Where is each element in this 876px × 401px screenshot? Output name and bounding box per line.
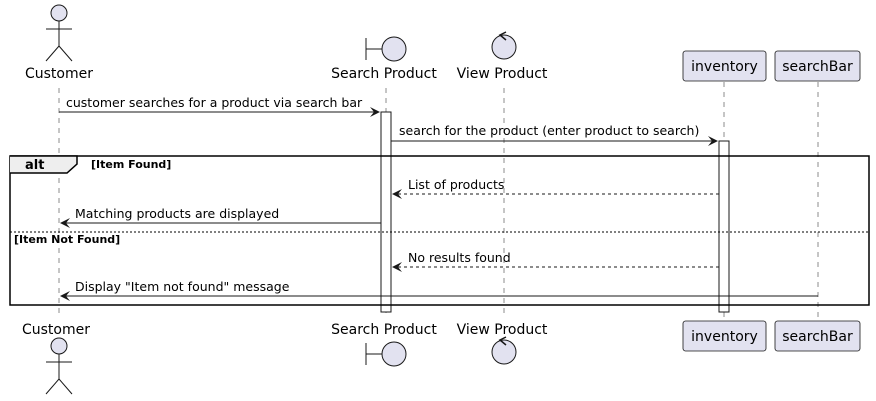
participant-customer-label: Customer	[25, 66, 93, 82]
participant-search-bar-top: searchBar	[774, 50, 861, 82]
participant-search-product-bottom: Search Product	[331, 322, 437, 367]
participant-customer-label: Customer	[22, 322, 90, 338]
control-icon	[491, 336, 517, 365]
participant-view-product-label: View Product	[457, 322, 548, 338]
participant-inventory-bottom: inventory	[682, 320, 767, 352]
participant-box	[774, 50, 861, 82]
control-icon	[491, 31, 517, 60]
activation-inventory	[718, 140, 730, 313]
participant-customer-bottom: Customer	[22, 322, 90, 395]
participant-search-product-label: Search Product	[331, 66, 437, 82]
alt-fragment-frame	[9, 155, 870, 306]
participant-box	[682, 50, 767, 82]
participant-box	[682, 320, 767, 352]
message-2: search for the product (enter product to…	[391, 123, 718, 146]
participant-inventory-top: inventory	[682, 50, 767, 82]
message-5: No results found	[392, 250, 719, 272]
message-6-label: Display "Item not found" message	[75, 279, 290, 294]
guard-item-not-found: [Item Not Found]	[14, 233, 120, 246]
participant-search-product-label: Search Product	[331, 322, 437, 338]
actor-icon	[45, 337, 73, 395]
participant-view-product-bottom: View Product	[457, 322, 548, 365]
participant-inventory-label: inventory	[691, 59, 758, 75]
alt-fragment-tab	[10, 155, 78, 174]
participant-box	[774, 320, 861, 352]
message-4-label: Matching products are displayed	[75, 206, 279, 221]
participant-view-product-label: View Product	[457, 66, 548, 82]
boundary-icon	[365, 341, 407, 367]
participant-customer-top: Customer	[25, 4, 93, 82]
alt-keyword: alt	[25, 158, 44, 173]
guard-item-found: [Item Found]	[91, 158, 171, 171]
activation-search-product	[380, 111, 392, 313]
message-3: List of products	[392, 177, 719, 199]
message-3-label: List of products	[408, 177, 504, 192]
alt-fragment: alt [Item Found] [Item Not Found]	[9, 155, 870, 306]
message-1-label: customer searches for a product via sear…	[66, 95, 363, 110]
participant-search-product-top: Search Product	[331, 36, 437, 82]
participant-search-bar-label: searchBar	[782, 59, 853, 75]
message-4: Matching products are displayed	[60, 206, 381, 228]
participant-search-bar-label: searchBar	[782, 329, 853, 345]
actor-icon	[45, 4, 73, 62]
participant-view-product-top: View Product	[457, 31, 548, 82]
message-6: Display "Item not found" message	[60, 279, 818, 301]
message-2-label: search for the product (enter product to…	[399, 123, 699, 138]
message-5-label: No results found	[408, 250, 511, 265]
participant-search-bar-bottom: searchBar	[774, 320, 861, 352]
boundary-icon	[365, 36, 407, 62]
message-1: customer searches for a product via sear…	[59, 95, 380, 117]
participant-inventory-label: inventory	[691, 329, 758, 345]
